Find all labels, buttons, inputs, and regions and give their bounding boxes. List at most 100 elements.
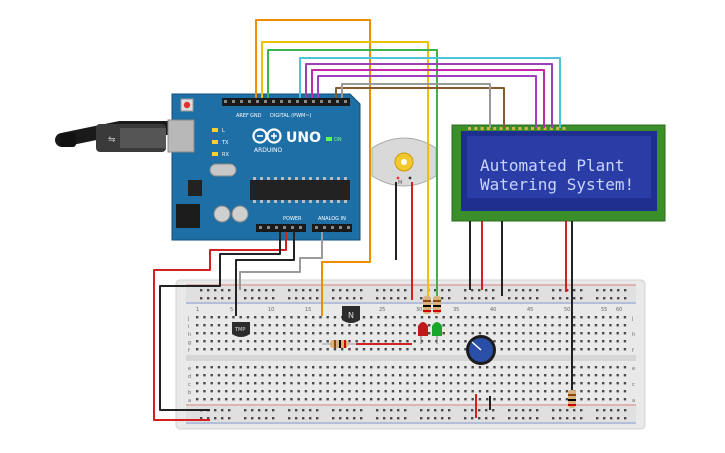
breadboard-hole	[384, 332, 387, 335]
breadboard-hole	[500, 340, 503, 343]
potentiometer[interactable]	[466, 335, 496, 365]
breadboard-hole	[602, 374, 605, 377]
chip-pin	[323, 200, 326, 203]
col-number-5: 5	[230, 307, 233, 313]
breadboard-hole	[333, 382, 337, 385]
breadboard-hole	[464, 366, 467, 369]
rail-hole	[346, 297, 349, 300]
breadboard-hole	[616, 332, 619, 335]
rail-hole	[610, 417, 613, 420]
rail-hole	[397, 297, 400, 300]
breadboard-hole	[435, 398, 438, 401]
breadboard-hole	[507, 366, 511, 369]
wire-orange	[255, 19, 371, 316]
rail-hole	[316, 289, 319, 292]
rail-hole	[522, 289, 525, 292]
col-number-1: 1	[196, 307, 199, 313]
analog-pin	[347, 226, 350, 229]
breadboard-hole	[399, 348, 402, 351]
temperature-sensor: TMP	[232, 322, 250, 337]
breadboard-hole	[551, 366, 554, 369]
rail-hole	[339, 409, 342, 412]
rail-hole	[441, 417, 444, 420]
breadboard-hole	[616, 398, 619, 401]
breadboard-hole	[399, 374, 402, 377]
digital-pin	[280, 100, 283, 103]
rail-hole	[207, 289, 210, 292]
breadboard-hole	[544, 316, 547, 319]
rail-hole	[478, 289, 481, 292]
wire-cyan	[299, 57, 561, 128]
breadboard-hole	[312, 348, 315, 351]
usb-cable: ⇋	[55, 121, 175, 152]
digital-pin	[248, 100, 251, 103]
row-label-a-right: a	[632, 398, 635, 404]
breadboard-hole	[435, 316, 438, 319]
rail-hole	[522, 417, 525, 420]
breadboard-hole	[580, 374, 583, 377]
rail-hole	[420, 297, 423, 300]
breadboard-hole	[486, 332, 489, 335]
breadboard-hole	[428, 348, 431, 351]
breadboard-hole	[341, 324, 344, 327]
breadboard-hole	[522, 374, 525, 377]
rail-hole	[265, 409, 268, 412]
breadboard-hole	[362, 348, 366, 351]
breadboard-hole	[384, 316, 387, 319]
col-number-55: 55	[601, 307, 607, 313]
breadboard-hole	[290, 382, 293, 385]
chip-pin	[295, 177, 298, 180]
breadboard-hole	[551, 382, 554, 385]
board-brand-label: ARDUINO	[254, 147, 283, 154]
resistor-lcd	[568, 390, 576, 408]
breadboard-hole	[210, 348, 213, 351]
breadboard-hole	[623, 398, 627, 401]
rail-hole	[420, 289, 423, 292]
breadboard-hole	[536, 390, 540, 393]
breadboard-hole	[312, 390, 315, 393]
breadboard-hole	[225, 374, 228, 377]
chip-pin	[323, 177, 326, 180]
breadboard-hole	[348, 340, 351, 343]
breadboard-hole	[290, 348, 293, 351]
l-led-label: L	[222, 128, 225, 134]
breadboard-hole	[464, 382, 467, 385]
rail-hole	[624, 289, 627, 292]
breadboard-hole	[348, 366, 351, 369]
breadboard-hole	[435, 366, 438, 369]
breadboard-hole	[391, 374, 395, 377]
breadboard-hole	[254, 390, 257, 393]
breadboard-hole	[420, 348, 424, 351]
breadboard-hole	[544, 366, 547, 369]
breadboard-hole	[261, 348, 264, 351]
rail-hole	[353, 289, 356, 292]
rail-hole	[508, 297, 511, 300]
breadboard-hole	[268, 332, 271, 335]
breadboard-hole	[217, 348, 221, 351]
rail-hole	[485, 289, 488, 292]
breadboard-hole	[370, 316, 373, 319]
breadboard-hole	[449, 366, 453, 369]
breadboard-hole	[529, 340, 532, 343]
breadboard-hole	[304, 340, 308, 343]
breadboard-hole	[500, 332, 503, 335]
analog-pin	[315, 226, 318, 229]
breadboard-hole	[413, 348, 416, 351]
breadboard-hole	[594, 348, 598, 351]
rail-hole	[397, 417, 400, 420]
chip-pin	[267, 177, 270, 180]
breadboard-hole	[348, 390, 351, 393]
breadboard-hole	[196, 366, 199, 369]
breadboard-hole	[515, 316, 518, 319]
breadboard-hole	[565, 390, 569, 393]
chip-pin	[344, 177, 347, 180]
breadboard-hole	[355, 366, 358, 369]
breadboard-hole	[486, 366, 489, 369]
breadboard-hole	[515, 390, 518, 393]
breadboard-hole	[370, 390, 373, 393]
breadboard-hole	[587, 324, 590, 327]
breadboard-hole	[602, 332, 605, 335]
breadboard-hole	[399, 390, 402, 393]
breadboard-hole	[196, 374, 199, 377]
breadboard-hole	[391, 348, 395, 351]
